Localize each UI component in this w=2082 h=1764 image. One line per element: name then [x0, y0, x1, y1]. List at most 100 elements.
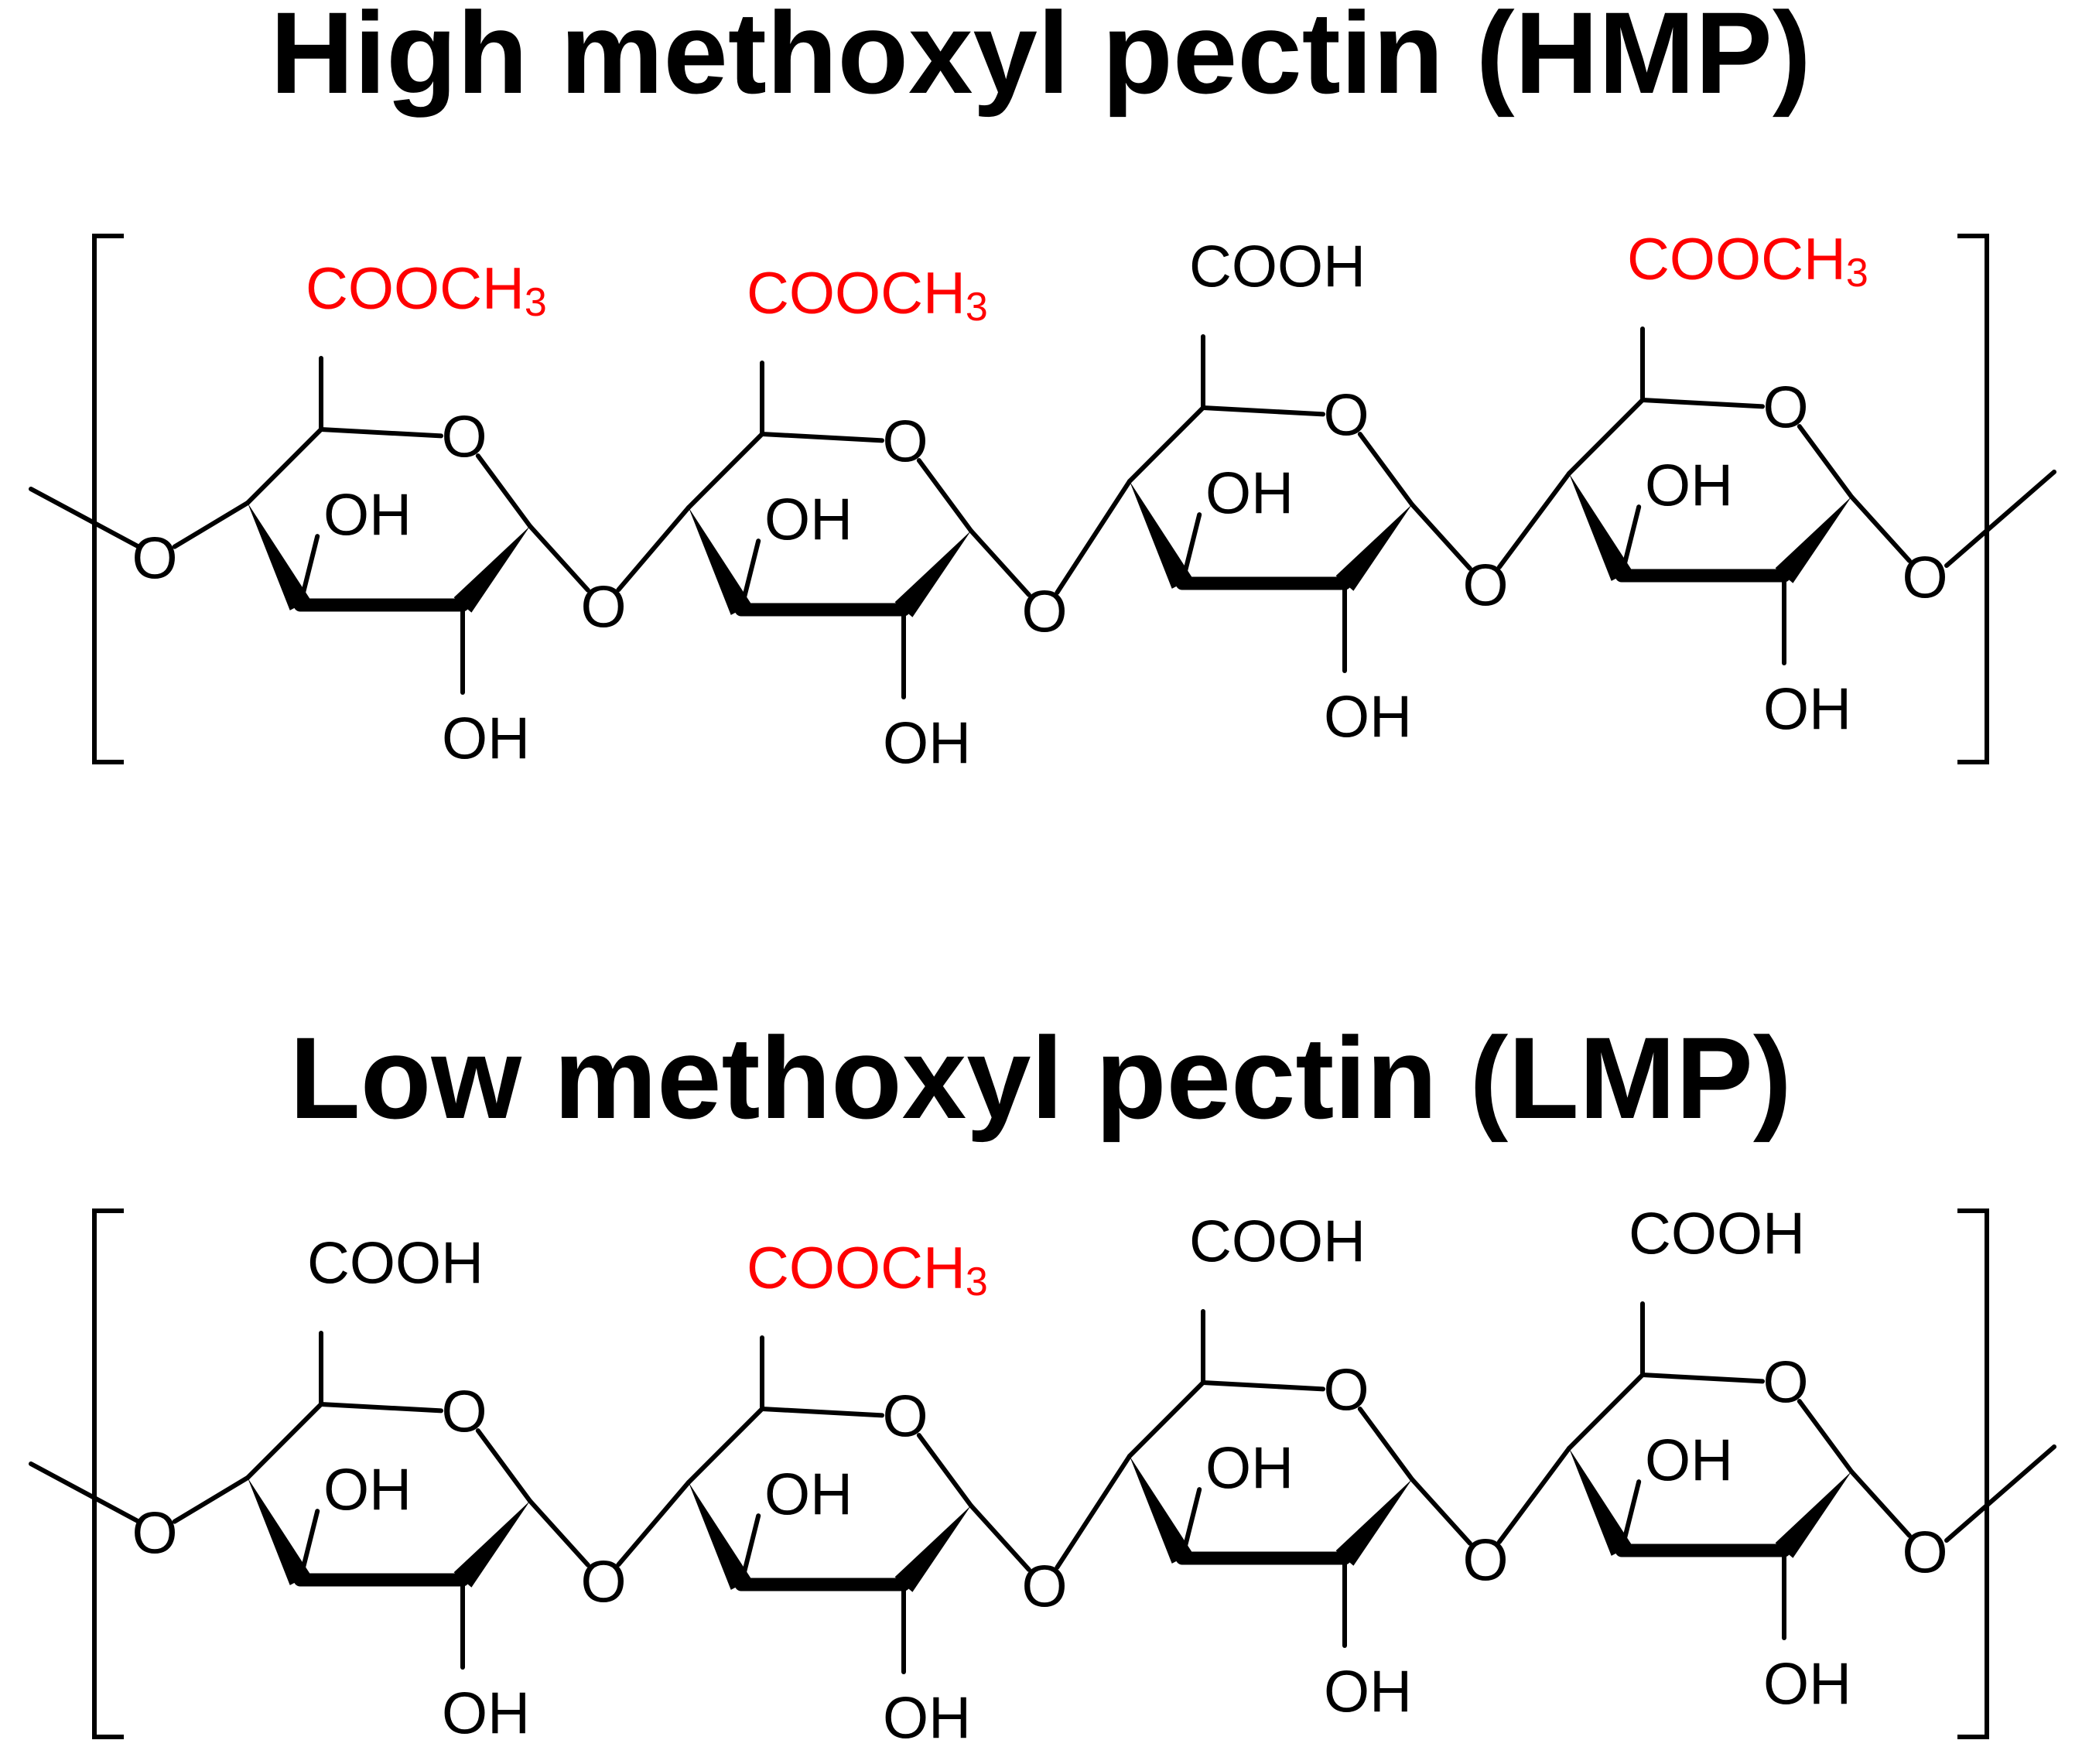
- ring-bond: [1201, 405, 1326, 417]
- glycosidic-bond: [1055, 479, 1132, 595]
- wedge-bond: [248, 1478, 311, 1585]
- ring-bond: [319, 1402, 444, 1414]
- ring-bond: [1797, 424, 1854, 499]
- hydroxyl-label: OH: [1205, 461, 1294, 527]
- ring-oxygen: O: [1762, 375, 1808, 441]
- glycosidic-bond: [172, 1475, 250, 1524]
- glycosidic-bond: [1496, 1446, 1571, 1544]
- glycosidic-bond: [1055, 1454, 1132, 1570]
- carboxyl-label: COOH: [1629, 1202, 1805, 1267]
- wedge-bond: [689, 508, 752, 615]
- ring-bond: [245, 427, 323, 505]
- methyl-ester-label: COOCH3: [747, 1236, 988, 1305]
- glycosidic-bond: [1849, 494, 1912, 563]
- ring-bond: [1127, 405, 1205, 484]
- hydroxyl-bond: [298, 1509, 320, 1582]
- carboxyl-label: COOH: [1189, 1209, 1366, 1275]
- glycosidic-oxygen: O: [580, 575, 626, 641]
- glycosidic-bond: [969, 528, 1031, 597]
- glycosidic-bond: [172, 501, 250, 549]
- left-bracket: [92, 1208, 124, 1739]
- hydroxyl-label: OH: [1205, 1436, 1294, 1502]
- hydroxyl-label: OH: [1763, 677, 1851, 743]
- hydroxyl-bond: [1180, 512, 1202, 586]
- hydroxyl-label: OH: [442, 1681, 530, 1747]
- methyl-ester-label: COOCH3: [306, 256, 547, 326]
- carboxyl-label: COOH: [1189, 234, 1366, 300]
- hydroxyl-label: OH: [764, 1462, 853, 1528]
- ring-bond: [245, 1402, 323, 1480]
- hydroxyl-bond: [298, 534, 320, 607]
- glycosidic-bond: [1410, 1477, 1472, 1546]
- ring-bond: [916, 1433, 973, 1508]
- glycosidic-bond: [1849, 1469, 1912, 1538]
- glycosidic-bond: [1410, 502, 1472, 571]
- hydroxyl-label: OH: [323, 1458, 412, 1523]
- glycosidic-bond: [1496, 471, 1571, 569]
- wedge-bond: [894, 531, 971, 617]
- glycosidic-oxygen: O: [1902, 545, 1947, 611]
- glycosidic-bond: [969, 1503, 1031, 1572]
- ring-bond: [1640, 1373, 1766, 1384]
- ring-oxygen: O: [441, 1379, 487, 1445]
- ring-oxygen: O: [1323, 383, 1369, 449]
- left-bracket: [92, 234, 124, 764]
- ring-bond: [475, 453, 532, 528]
- carboxyl-label: COOH: [307, 1231, 484, 1297]
- sugar-unit: O OH OH COOH O: [172, 1231, 627, 1747]
- terminal-bond-right: [1944, 1444, 2056, 1543]
- methyl-ester-label: COOCH3: [1627, 227, 1868, 296]
- hydroxyl-label: OH: [1324, 1660, 1412, 1725]
- ring-bond: [1567, 1373, 1645, 1451]
- ring-bond: [1357, 1407, 1414, 1482]
- ring-bond: [1127, 1380, 1205, 1458]
- wedge-bond: [894, 1506, 971, 1592]
- wedge-bond: [1569, 1448, 1632, 1556]
- ring-oxygen: O: [441, 405, 487, 470]
- terminal-bond-left: [29, 487, 140, 549]
- hydroxyl-label: OH: [1763, 1652, 1851, 1718]
- wedge-bond: [1335, 1479, 1412, 1566]
- wedge-bond: [1130, 1456, 1193, 1564]
- hydroxyl-label: OH: [1324, 685, 1412, 750]
- hmp-chain: OOOHOHCOOCH3OOOHOHCOOCH3OOOHOHCOOHOOOHOH…: [29, 227, 2056, 777]
- ring-oxygen: O: [882, 409, 928, 475]
- glycosidic-oxygen: O: [132, 526, 177, 592]
- ring-bond: [319, 427, 444, 439]
- ring-bond: [1640, 398, 1766, 409]
- wedge-bond: [1335, 504, 1412, 591]
- glycosidic-bond: [528, 524, 590, 593]
- hydroxyl-label: OH: [1645, 1428, 1733, 1494]
- ring-oxygen: O: [1323, 1358, 1369, 1424]
- wedge-bond: [689, 1482, 752, 1590]
- ring-bond: [1567, 398, 1645, 476]
- ring-bond: [760, 432, 885, 443]
- ring-bond: [760, 1407, 885, 1418]
- glycosidic-bond: [616, 505, 691, 593]
- glycosidic-bond: [616, 1480, 691, 1567]
- ring-bond: [1357, 432, 1414, 507]
- hydroxyl-label: OH: [442, 706, 530, 772]
- ring-bond: [475, 1428, 532, 1503]
- glycosidic-bond: [528, 1499, 590, 1567]
- wedge-bond: [1775, 1472, 1851, 1558]
- terminal-bond-right: [1944, 470, 2056, 568]
- hydroxyl-label: OH: [323, 483, 412, 549]
- wedge-bond: [1130, 481, 1193, 589]
- terminal-bond-left: [29, 1461, 140, 1523]
- ring-bond: [686, 432, 764, 510]
- lmp-chain: OOOHOHCOOHOOOHOHCOOCH3OOOHOHCOOHOOOHOHCO…: [29, 1202, 2056, 1752]
- glycosidic-oxygen: O: [580, 1550, 626, 1615]
- wedge-bond: [1569, 473, 1632, 581]
- right-bracket: [1957, 1208, 1989, 1739]
- hydroxyl-label: OH: [764, 487, 853, 553]
- right-bracket: [1957, 234, 1989, 764]
